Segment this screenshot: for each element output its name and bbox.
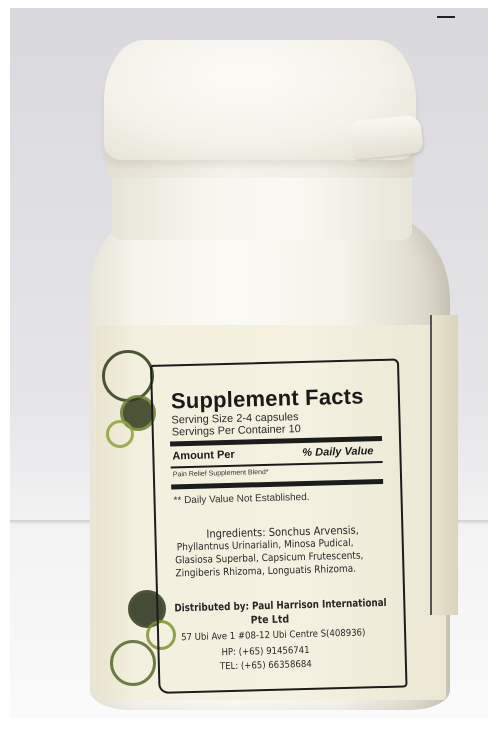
supplement-facts-panel: Supplement Facts Serving Size 2-4 capsul… <box>150 358 408 694</box>
facts-title: Supplement Facts <box>170 383 364 414</box>
blend-row: Pain Relief Supplement Blend* <box>172 468 269 479</box>
photo-border-top <box>0 0 500 8</box>
decorative-swirl <box>102 350 154 402</box>
distributor-address: 57 Ubi Ave 1 #08-12 Ubi Centre S(408936) <box>181 627 366 644</box>
thick-divider <box>171 478 384 490</box>
photo-border-bottom <box>0 718 500 738</box>
decorative-swirl <box>120 395 156 431</box>
label-side-panel <box>430 315 458 615</box>
daily-value-note: ** Daily Value Not Established. <box>173 491 310 507</box>
top-mark <box>437 16 455 18</box>
decorative-swirl <box>110 640 156 686</box>
decorative-swirl <box>146 620 176 650</box>
photo-border-left <box>0 0 10 738</box>
photo-border-right <box>488 0 500 738</box>
decorative-swirl <box>128 590 166 628</box>
daily-value-header: % Daily Value <box>302 445 374 460</box>
distributor-suffix: Pte Ltd <box>250 613 290 627</box>
distributor-name: Distributed by: Paul Harrison Internatio… <box>174 596 387 615</box>
ingredients-line: Zingiberis Rhizoma, Longuatis Rhizoma. <box>175 563 357 580</box>
servings-per-container: Servings Per Container 10 <box>171 423 301 439</box>
cap-tab <box>350 114 424 160</box>
amount-per-header: Amount Per <box>172 448 235 463</box>
phone-tel: TEL: (+65) 66358684 <box>219 658 312 673</box>
decorative-swirl <box>106 420 134 448</box>
phone-hp: HP: (+65) 91456741 <box>221 644 310 659</box>
thin-divider <box>170 460 383 468</box>
